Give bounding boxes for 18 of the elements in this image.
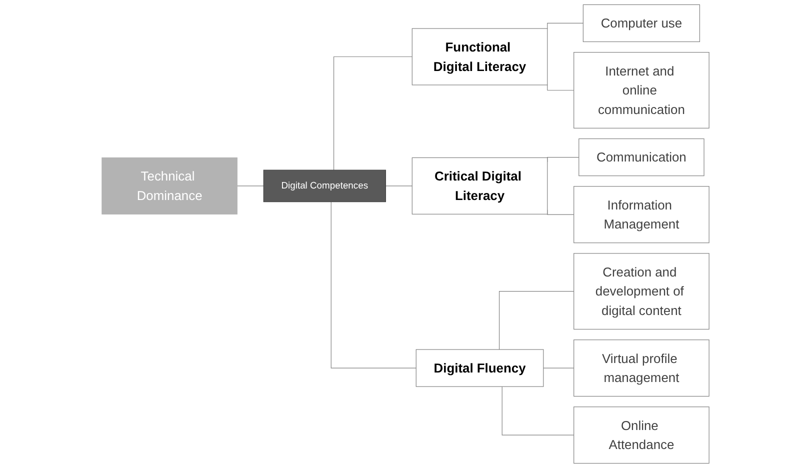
node-box: Technical Dominance [102, 157, 238, 214]
node-box: Digital Fluency [416, 349, 544, 387]
connector [547, 84, 574, 91]
connector [334, 56, 412, 170]
node-box: Virtual profile management [574, 340, 710, 397]
node-box: Functional Digital Literacy [412, 28, 548, 86]
connector [547, 22, 584, 29]
node-box: Critical Digital Literacy [412, 157, 548, 214]
node-box: Internet and online communication [574, 52, 710, 128]
node-box: Creation and development of digital content [574, 253, 710, 330]
node-box: Computer use [582, 4, 700, 42]
node-box: Digital Competences [263, 170, 386, 202]
connector [498, 291, 574, 350]
node-box: Online Attendance [574, 406, 710, 464]
connector [502, 386, 574, 436]
node-box: Communication [578, 138, 704, 176]
connector [330, 202, 416, 368]
node-box: Information Management [574, 186, 710, 244]
